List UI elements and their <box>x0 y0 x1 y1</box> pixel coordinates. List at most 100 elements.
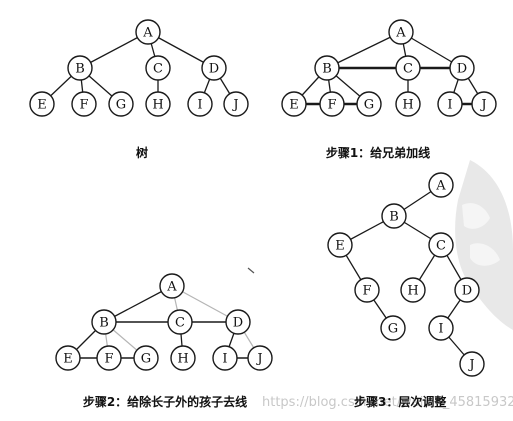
step1-node-label-B: B <box>322 62 332 77</box>
tree-node-circle-G <box>108 91 134 117</box>
step2-node-A: A <box>159 273 185 299</box>
step1-node-circle-A <box>388 19 414 45</box>
step1-node-label-J: J <box>479 98 486 113</box>
tree-node-circle-H <box>145 91 171 117</box>
step2-node-circle-B <box>91 309 117 335</box>
tree-node-J: J <box>223 91 249 117</box>
step1-node-circle-F <box>319 91 345 117</box>
caption-step2: 步骤2：给除长子外的孩子去线 <box>83 394 247 409</box>
step3-node-label-F: F <box>362 284 371 299</box>
step3-node-H: H <box>400 277 426 303</box>
step2-node-label-C: C <box>175 316 185 331</box>
tree-node-F: F <box>71 91 97 117</box>
step3-node-F: F <box>354 277 380 303</box>
step3-node-label-C: C <box>436 239 446 254</box>
step2-node-label-F: F <box>104 352 113 367</box>
tree-node-label-A: A <box>142 26 153 41</box>
step2-node-label-J: J <box>255 352 262 367</box>
step1-node-label-I: I <box>447 98 452 113</box>
step2-node-circle-C <box>167 309 193 335</box>
tree-node-label-H: H <box>152 98 163 113</box>
tree-node-label-G: G <box>116 98 126 113</box>
step1-node-I: I <box>437 91 463 117</box>
caption-step1: 步骤1：给兄弟加线 <box>326 145 430 160</box>
step2-node-B: B <box>91 309 117 335</box>
tree-node-label-C: C <box>153 62 163 77</box>
step2-node-I: I <box>212 345 238 371</box>
step1-node-label-A: A <box>395 26 406 41</box>
tree-node-circle-J <box>223 91 249 117</box>
tree-node-I: I <box>187 91 213 117</box>
watermark-decoration <box>455 160 513 330</box>
step3-node-circle-A <box>428 172 454 198</box>
step1-node-B: B <box>314 55 340 81</box>
step3-node-label-G: G <box>388 322 398 337</box>
tree-node-circle-C <box>145 55 171 81</box>
step3-node-label-E: E <box>335 239 345 254</box>
tree-node-circle-I <box>187 91 213 117</box>
step1-node-label-H: H <box>402 98 413 113</box>
step1-node-circle-B <box>314 55 340 81</box>
step1-node-circle-H <box>395 91 421 117</box>
step3-node-E: E <box>327 232 353 258</box>
step1-node-G: G <box>356 91 382 117</box>
tree-node-H: H <box>145 91 171 117</box>
step3-node-label-H: H <box>407 284 418 299</box>
tree-node-circle-F <box>71 91 97 117</box>
tree-node-label-J: J <box>231 98 238 113</box>
tree-node-label-F: F <box>79 98 88 113</box>
tree-node-label-I: I <box>197 98 202 113</box>
step3-node-I: I <box>428 315 454 341</box>
step2-node-circle-E <box>55 345 81 371</box>
step3-node-circle-G <box>380 315 406 341</box>
step3-node-circle-H <box>400 277 426 303</box>
step3-node-circle-B <box>381 203 407 229</box>
step2-node-label-G: G <box>141 352 151 367</box>
step2-node-label-H: H <box>177 352 188 367</box>
tree-node-circle-D <box>201 55 227 81</box>
step1-node-C: C <box>395 55 421 81</box>
step2-node-C: C <box>167 309 193 335</box>
tree-node-G: G <box>108 91 134 117</box>
tree-node-label-B: B <box>75 62 85 77</box>
step2-node-label-B: B <box>99 316 109 331</box>
step2-node-label-E: E <box>63 352 73 367</box>
step3-node-A: A <box>428 172 454 198</box>
step3-node-circle-F <box>354 277 380 303</box>
step2-node-circle-F <box>96 345 122 371</box>
step2-node-H: H <box>170 345 196 371</box>
tree-node-circle-B <box>67 55 93 81</box>
step1-node-circle-D <box>449 55 475 81</box>
step1-edge-A-B <box>326 31 402 69</box>
step3-node-G: G <box>380 315 406 341</box>
tree-node-E: E <box>29 91 55 117</box>
caption-step3: 步骤3：层次调整 <box>354 394 446 409</box>
step3-node-label-B: B <box>389 210 399 225</box>
caption-tree: 树 <box>136 145 148 160</box>
step2-node-F: F <box>96 345 122 371</box>
step3-node-circle-J <box>459 351 485 377</box>
step3-node-D: D <box>454 277 480 303</box>
step3-node-circle-D <box>454 277 480 303</box>
watermark-url: https://blog.csdn.net/weixin_45815932 <box>262 395 513 410</box>
step1-node-label-F: F <box>327 98 336 113</box>
tree-edge-A-B <box>79 31 149 69</box>
step1-node-circle-J <box>471 91 497 117</box>
step1-node-H: H <box>395 91 421 117</box>
step3-node-B: B <box>381 203 407 229</box>
step1-node-label-G: G <box>364 98 374 113</box>
step3-node-label-I: I <box>438 322 443 337</box>
step2-node-label-A: A <box>166 280 177 295</box>
step1-node-J: J <box>471 91 497 117</box>
tree-node-C: C <box>145 55 171 81</box>
step2-node-circle-J <box>247 345 273 371</box>
tree-node-D: D <box>201 55 227 81</box>
tree-node-B: B <box>67 55 93 81</box>
step1-node-circle-C <box>395 55 421 81</box>
tree-node-circle-A <box>135 19 161 45</box>
step2-node-circle-H <box>170 345 196 371</box>
step1-node-circle-G <box>356 91 382 117</box>
scan-artifact-mark <box>247 267 255 274</box>
